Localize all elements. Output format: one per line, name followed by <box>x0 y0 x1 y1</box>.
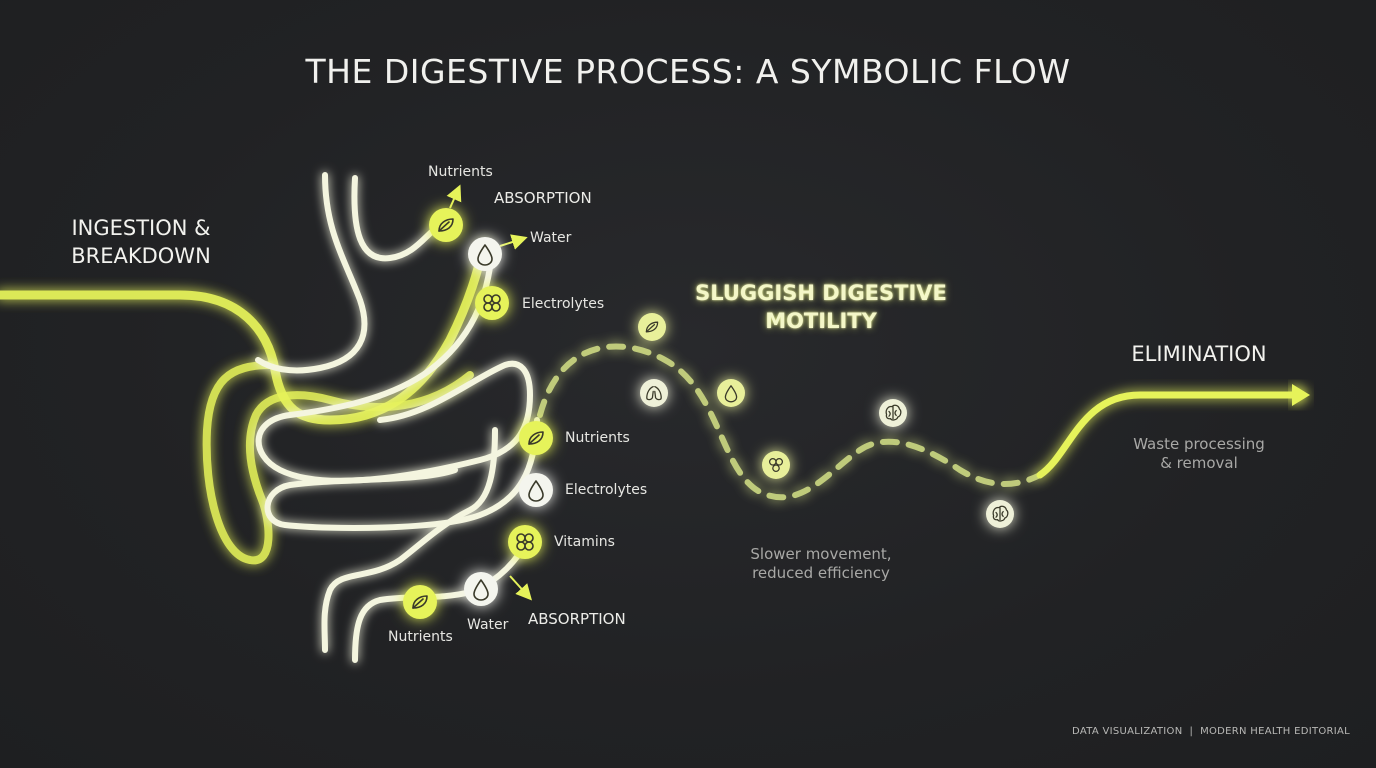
diagram-title: THE DIGESTIVE PROCESS: A SYMBOLIC FLOW <box>305 52 1071 91</box>
elimination-note-line-1: Waste processing <box>1133 435 1265 453</box>
brain-icon <box>885 404 902 421</box>
absorption-nodes <box>403 208 1014 619</box>
ingestion-heading: INGESTION & BREAKDOWN <box>62 214 220 270</box>
elimination-note-line-2: & removal <box>1160 454 1238 472</box>
upper-node-water <box>468 237 502 271</box>
leaf-icon <box>438 218 454 232</box>
droplet-icon <box>473 579 489 601</box>
sluggish-node-droplet <box>717 379 745 407</box>
elimination-arrowhead <box>1292 384 1310 406</box>
leaf-icon <box>528 431 544 445</box>
lower-nutrients-2-label: Nutrients <box>388 629 453 645</box>
leaf-icon <box>412 595 428 609</box>
upper-absorption-heading: ABSORPTION <box>494 189 592 207</box>
ingestion-flow-line <box>0 240 489 425</box>
molecule-icon <box>768 457 784 473</box>
lower-nutrients-label: Nutrients <box>565 430 630 446</box>
esophagus <box>255 172 451 374</box>
upper-nutrients-label: Nutrients <box>428 164 493 180</box>
molecule-icon <box>483 294 501 312</box>
absorption-arrows <box>446 184 533 601</box>
elimination-note: Waste processing & removal <box>1124 435 1274 473</box>
upper-node-electrolytes <box>475 286 509 320</box>
lower-electrolytes-label: Electrolytes <box>565 482 648 498</box>
sluggish-note-line-1: Slower movement, <box>750 545 892 563</box>
droplet-icon <box>724 385 738 403</box>
stomach-outline <box>202 361 474 565</box>
ingestion-heading-line-1: INGESTION & <box>71 216 211 240</box>
lower-node-water <box>464 572 498 606</box>
sluggish-note: Slower movement, reduced efficiency <box>740 545 902 583</box>
sluggish-motility-heading: SLUGGISH DIGESTIVE MOTILITY <box>692 279 950 335</box>
sluggish-node-lungs <box>640 379 668 407</box>
lungs-icon <box>646 385 662 401</box>
ingestion-heading-line-2: BREAKDOWN <box>71 244 211 268</box>
node-icons <box>412 218 1009 609</box>
credit-line: DATA VISUALIZATION | MODERN HEALTH EDITO… <box>1072 726 1351 737</box>
upper-water-label: Water <box>530 230 572 246</box>
sluggish-motility-path <box>537 343 1043 501</box>
droplet-icon <box>477 244 493 266</box>
sluggish-note-line-2: reduced efficiency <box>752 564 890 582</box>
lower-node-vitamins <box>508 525 542 559</box>
upper-electrolytes-label: Electrolytes <box>522 296 605 312</box>
sluggish-heading-line-1: SLUGGISH DIGESTIVE <box>695 281 947 305</box>
droplet-icon <box>528 480 544 502</box>
lower-vitamins-label: Vitamins <box>554 534 615 550</box>
elimination-heading: ELIMINATION <box>1131 342 1267 366</box>
small-intestine <box>255 247 540 663</box>
sluggish-heading-line-2: MOTILITY <box>765 309 877 333</box>
lower-absorption-heading: ABSORPTION <box>528 610 626 628</box>
elimination-flow-line <box>1036 391 1304 479</box>
leaf-icon <box>645 321 659 333</box>
molecule-icon <box>516 533 534 551</box>
lower-node-electrolytes <box>519 473 553 507</box>
brain-icon <box>992 505 1009 522</box>
lower-water-label: Water <box>467 617 509 633</box>
